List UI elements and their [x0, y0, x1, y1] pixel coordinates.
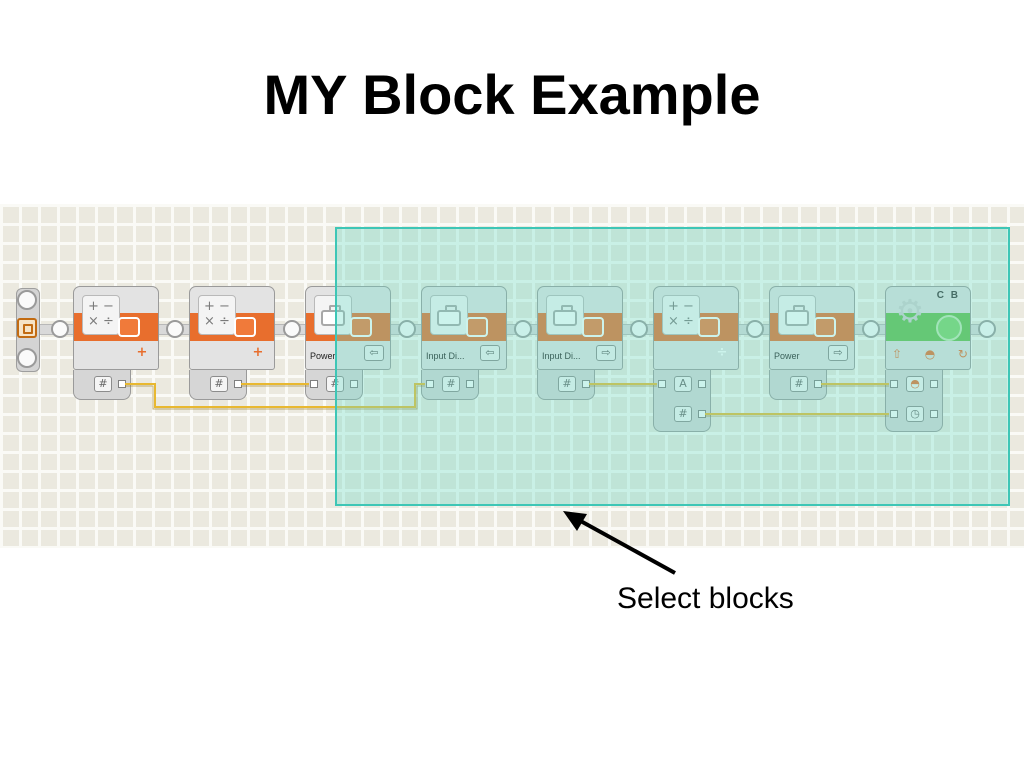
math-glyph: + − × ÷ [668, 299, 694, 329]
start-hub-top [17, 290, 37, 310]
data-jack[interactable] [698, 380, 706, 388]
sequence-hub [746, 320, 764, 338]
data-jack[interactable] [234, 380, 242, 388]
variable-icon [314, 295, 352, 335]
math-icon: + − × ÷ [82, 295, 120, 335]
power-dial-icon: ◓ [924, 347, 936, 361]
number-plug-icon[interactable]: # [94, 376, 112, 392]
suitcase-icon [785, 305, 809, 326]
block-nub [234, 317, 256, 337]
suitcase-icon [553, 305, 577, 326]
data-hub: ◓ ◷ [885, 370, 943, 432]
variable-icon [546, 295, 584, 335]
read-variable-icon: ⇦ [364, 345, 384, 361]
sequence-hub [166, 320, 184, 338]
add-operation-icon: + [136, 345, 148, 360]
motor-ports: C B [936, 290, 960, 301]
variable-icon [778, 295, 816, 335]
block-nub [582, 317, 604, 337]
arrow-icon [563, 511, 676, 575]
sequence-hub [862, 320, 880, 338]
block-label: Power [774, 351, 800, 361]
add-operation-icon: + [252, 345, 264, 360]
number-plug-icon[interactable]: # [210, 376, 228, 392]
data-jack[interactable] [930, 410, 938, 418]
number-plug-icon[interactable]: # [790, 376, 808, 392]
data-jack[interactable] [658, 380, 666, 388]
variable-icon [430, 295, 468, 335]
suitcase-icon [437, 305, 461, 326]
data-jack[interactable] [466, 380, 474, 388]
power-plug-icon[interactable]: ◓ [906, 376, 924, 392]
math-icon: + − × ÷ [198, 295, 236, 335]
sequence-hub [283, 320, 301, 338]
data-hub: # [189, 370, 247, 400]
data-hub: # [421, 370, 479, 400]
variable-block[interactable]: Input Di... ⇨ [537, 286, 623, 370]
data-jack[interactable] [426, 380, 434, 388]
number-plug-icon[interactable]: # [558, 376, 576, 392]
duration-plug-icon[interactable]: ◷ [906, 406, 924, 422]
data-jack[interactable] [890, 410, 898, 418]
block-nub [698, 317, 720, 337]
number-plug-icon[interactable]: # [442, 376, 460, 392]
data-hub: # [537, 370, 595, 400]
math-block[interactable]: + − × ÷ + [189, 286, 275, 370]
slide-title: MY Block Example [263, 63, 761, 126]
math-glyph: + − × ÷ [88, 299, 114, 329]
block-nub [350, 317, 372, 337]
block-nub [118, 317, 140, 337]
status-light-icon [936, 315, 962, 341]
start-icon [17, 318, 37, 338]
data-jack[interactable] [310, 380, 318, 388]
sequence-hub [51, 320, 69, 338]
sequence-hub [514, 320, 532, 338]
write-variable-icon: ⇨ [828, 345, 848, 361]
math-block[interactable]: + − × ÷ + [73, 286, 159, 370]
input-a-plug-icon[interactable]: A [674, 376, 692, 392]
variable-block[interactable]: Power ⇦ [305, 286, 391, 370]
selection-rectangle[interactable] [335, 227, 1010, 506]
variable-block[interactable]: Input Di... ⇦ [421, 286, 507, 370]
block-nub [466, 317, 488, 337]
data-jack[interactable] [930, 380, 938, 388]
start-hub-bottom [17, 348, 37, 368]
rotation-icon: ↻ [957, 347, 968, 361]
direction-up-icon: ⇧ [892, 347, 903, 361]
data-hub: A # [653, 370, 711, 432]
write-variable-icon: ⇨ [596, 345, 616, 361]
data-hub: # [73, 370, 131, 400]
motor-settings-icons: ⇧ ◓ ↻ [892, 347, 968, 361]
motor-block[interactable]: ⚙ C B ⇧ ◓ ↻ [885, 286, 971, 370]
variable-block[interactable]: Power ⇨ [769, 286, 855, 370]
number-plug-icon[interactable]: # [674, 406, 692, 422]
program-canvas[interactable]: + − × ÷ + # + − × ÷ + # Power ⇦ # Input … [0, 204, 1024, 548]
math-icon: + − × ÷ [662, 295, 700, 335]
gear-icon: ⚙ [895, 292, 925, 330]
data-jack[interactable] [890, 380, 898, 388]
math-block[interactable]: + − × ÷ ÷ [653, 286, 739, 370]
sequence-hub [630, 320, 648, 338]
sequence-hub [398, 320, 416, 338]
divide-operation-icon: ÷ [716, 345, 728, 360]
data-jack[interactable] [118, 380, 126, 388]
math-glyph: + − × ÷ [204, 299, 230, 329]
suitcase-icon [321, 305, 345, 326]
caption: Select blocks [617, 582, 794, 615]
data-hub: # [769, 370, 827, 400]
read-variable-icon: ⇦ [480, 345, 500, 361]
sequence-hub [978, 320, 996, 338]
block-label: Input Di... [426, 351, 465, 361]
block-label: Power [310, 351, 336, 361]
block-nub [814, 317, 836, 337]
block-label: Input Di... [542, 351, 581, 361]
